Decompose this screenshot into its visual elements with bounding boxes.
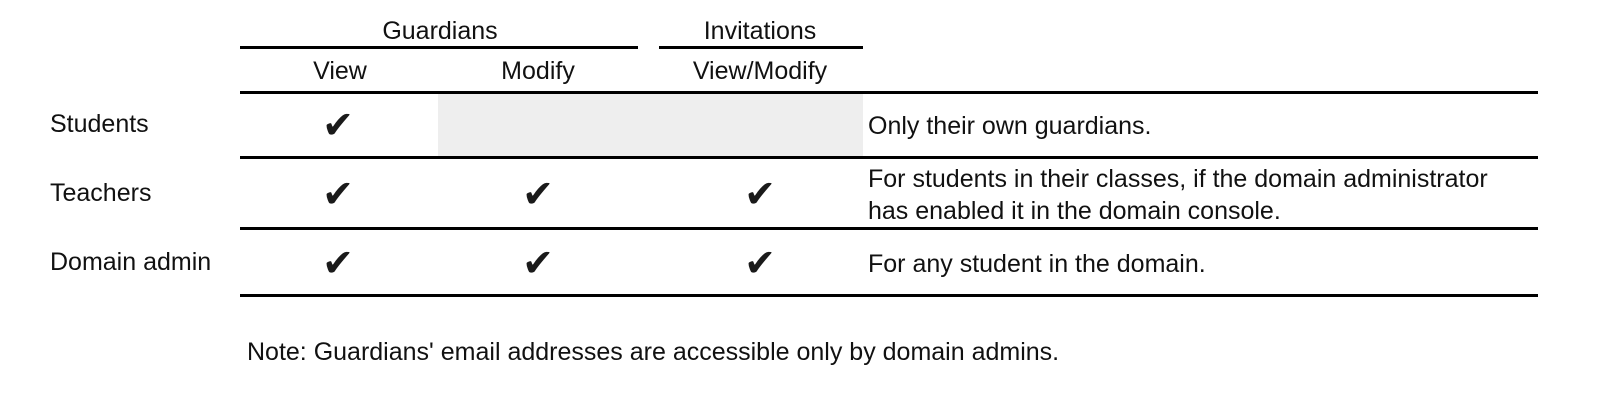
check-domain-admin-guardians-view: ✔ <box>322 241 354 285</box>
check-students-guardians-view: ✔ <box>322 103 354 147</box>
group-rule-guardians <box>240 46 638 49</box>
table-rule-header-bottom <box>240 91 1538 94</box>
row-label-teachers: Teachers <box>50 179 152 207</box>
row-description-students: Only their own guardians. <box>868 112 1152 140</box>
group-rule-invitations <box>659 46 863 49</box>
row-label-students: Students <box>50 110 149 138</box>
table-rule-after-teachers <box>240 227 1538 230</box>
table-footnote: Note: Guardians' email addresses are acc… <box>247 338 1060 366</box>
column-header-guardians-view: View <box>313 57 367 85</box>
check-teachers-invitations-view-modify: ✔ <box>744 172 776 216</box>
check-teachers-guardians-view: ✔ <box>322 172 354 216</box>
table-rule-after-students <box>240 156 1538 159</box>
not-applicable-shaded-cells <box>438 94 863 156</box>
check-teachers-guardians-modify: ✔ <box>522 172 554 216</box>
column-group-header-guardians: Guardians <box>382 17 498 45</box>
column-header-guardians-modify: Modify <box>501 57 575 85</box>
check-domain-admin-guardians-modify: ✔ <box>522 241 554 285</box>
check-domain-admin-invitations-view-modify: ✔ <box>744 241 776 285</box>
row-description-domain-admin: For any student in the domain. <box>868 250 1206 278</box>
table-rule-table-bottom <box>240 294 1538 297</box>
row-label-domain-admin: Domain admin <box>50 248 212 276</box>
column-group-header-invitations: Invitations <box>703 17 817 45</box>
column-header-invitations-view-modify: View/Modify <box>692 57 828 85</box>
row-description-teachers: For students in their classes, if the do… <box>868 165 1488 225</box>
